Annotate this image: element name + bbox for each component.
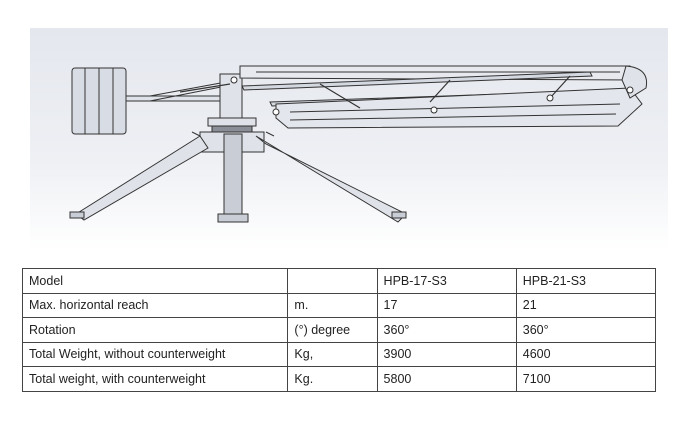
model-a-value: 17 (376, 292, 517, 318)
drawing-background (30, 28, 668, 250)
row-label: Model (21, 268, 289, 294)
table-row: Total weight, with counterweight Kg. 580… (21, 366, 657, 392)
row-unit: m. (287, 292, 378, 318)
table-row: Model HPB-17-S3 HPB-21-S3 (21, 268, 657, 294)
table-row: Rotation (°) degree 360° 360° (21, 317, 657, 343)
boom-links (179, 75, 571, 109)
row-unit: (°) degree (287, 317, 378, 343)
spec-table: Model HPB-17-S3 HPB-21-S3 Max. horizonta… (21, 268, 657, 392)
table-row: Total Weight, without counterweight Kg, … (21, 341, 657, 367)
model-a-value: HPB-17-S3 (376, 268, 517, 294)
model-b-value: 360° (515, 317, 657, 343)
model-b-value: 21 (515, 292, 657, 318)
boom-drawing (30, 28, 668, 250)
mast (217, 133, 249, 223)
model-b-value: 4600 (515, 341, 657, 367)
counterweight (71, 67, 127, 135)
boom-joints (230, 76, 634, 116)
model-a-value: 5800 (376, 366, 517, 392)
row-unit: Kg, (287, 341, 378, 367)
row-label: Total Weight, without counterweight (21, 341, 289, 367)
row-label: Max. horizontal reach (21, 292, 289, 318)
row-unit (287, 268, 378, 294)
model-b-value: 7100 (515, 366, 657, 392)
tripod-legs (69, 131, 407, 223)
row-label: Rotation (21, 317, 289, 343)
model-a-value: 3900 (376, 341, 517, 367)
model-b-value: HPB-21-S3 (515, 268, 657, 294)
row-label: Total weight, with counterweight (21, 366, 289, 392)
row-unit: Kg. (287, 366, 378, 392)
table-row: Max. horizontal reach m. 17 21 (21, 292, 657, 318)
model-a-value: 360° (376, 317, 517, 343)
